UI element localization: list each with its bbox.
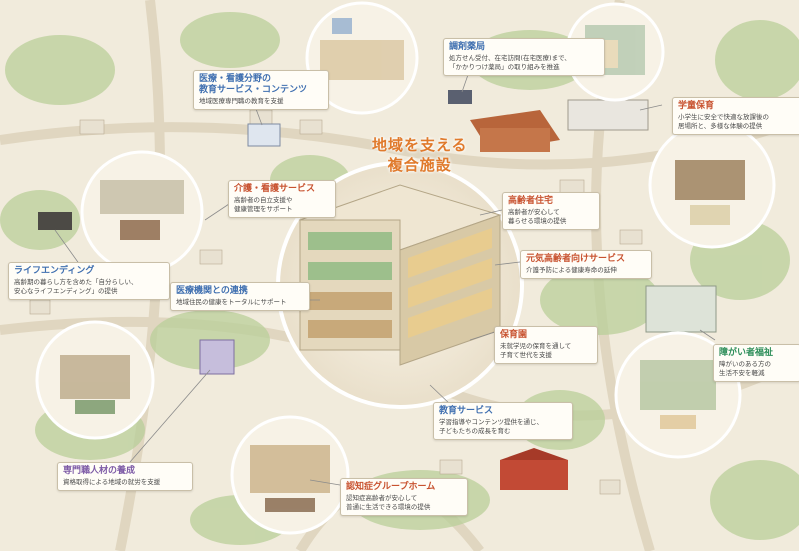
label-care-nursing: 介護・看護サービス 高齢者の自立支援や 健康管理をサポート [228, 180, 336, 218]
label-desc: 学習指導やコンテンツ提供を通じ、 子どもたちの成長を育む [439, 418, 543, 435]
label-active-elderly: 元気高齢者向けサービス 介護予防による健康寿命の延伸 [520, 250, 652, 279]
main-title-line2: 複合施設 [387, 156, 452, 174]
label-title: 認知症グループホーム [346, 482, 436, 492]
label-title: 保育園 [500, 330, 528, 340]
vignette-details [60, 18, 745, 512]
label-elderly-housing: 高齢者住宅 高齢者が安心して 暮らせる環境の提供 [502, 192, 600, 230]
label-medical-education: 医療・看護分野の 教育サービス・コンテンツ 地域医療専門職の教育を支援 [193, 70, 329, 110]
label-title: 教育サービス [439, 406, 494, 416]
label-title: 専門職人材の養成 [63, 466, 136, 476]
main-title-line1: 地域を支える [372, 136, 468, 154]
label-life-ending: ライフエンディング 高齢期の暮らし方を含めた「自分らしい、 安心なライフエンディ… [8, 262, 170, 300]
label-school-childcare: 学童保育 小学生に安全で快適な放課後の 居場所と、多様な体験の提供 [672, 97, 799, 135]
label-desc: 処方せん受付、在宅訪問(在宅医療)まで、 「かかりつけ薬局」の取り組みを推進 [449, 54, 571, 71]
label-education-service: 教育サービス 学習指導やコンテンツ提供を通じ、 子どもたちの成長を育む [433, 402, 573, 440]
label-desc: 高齢期の暮らし方を含めた「自分らしい、 安心なライフエンディング」の提供 [14, 278, 138, 295]
label-professional-training: 専門職人材の養成 資格取得による地域の就労を支援 [57, 462, 193, 491]
label-dementia-group-home: 認知症グループホーム 認知症高齢者が安心して 普通に生活できる環境の提供 [340, 478, 468, 516]
label-desc: 障がいのある方の 生活不安を軽減 [719, 360, 771, 377]
landmark-buildings [38, 90, 717, 490]
label-title: 高齢者住宅 [508, 196, 554, 206]
label-pharmacy: 調剤薬局 処方せん受付、在宅訪問(在宅医療)まで、 「かかりつけ薬局」の取り組み… [443, 38, 605, 76]
label-desc: 認知症高齢者が安心して 普通に生活できる環境の提供 [346, 494, 431, 511]
label-title: 医療・看護分野の 教育サービス・コンテンツ [199, 74, 308, 95]
label-desc: 小学生に安全で快適な放課後の 居場所と、多様な体験の提供 [678, 113, 769, 130]
label-medical-cooperation: 医療機関との連携 地域住民の健康をトータルにサポート [170, 282, 310, 311]
label-title: 介護・看護サービス [234, 184, 316, 194]
label-desc: 地域住民の健康をトータルにサポート [176, 298, 287, 306]
label-title: 障がい者福祉 [719, 348, 774, 358]
label-desc: 地域医療専門職の教育を支援 [199, 97, 284, 105]
label-nursery: 保育園 未就学児の保育を通して 子育て世代を支援 [494, 326, 598, 364]
label-title: 調剤薬局 [449, 42, 486, 52]
label-desc: 未就学児の保育を通して 子育て世代を支援 [500, 342, 572, 359]
label-title: 学童保育 [678, 101, 715, 111]
label-desc: 資格取得による地域の就労を支援 [63, 478, 161, 486]
main-title: 地域を支える 複合施設 [372, 135, 468, 175]
central-facility-building [298, 184, 502, 366]
label-title: 元気高齢者向けサービス [526, 254, 626, 264]
label-title: ライフエンディング [14, 266, 95, 276]
label-desc: 高齢者の自立支援や 健康管理をサポート [234, 196, 293, 213]
label-disability-welfare: 障がい者福祉 障がいのある方の 生活不安を軽減 [713, 344, 799, 382]
label-desc: 高齢者が安心して 暮らせる環境の提供 [508, 208, 567, 225]
label-title: 医療機関との連携 [176, 286, 248, 296]
label-desc: 介護予防による健康寿命の延伸 [526, 266, 617, 274]
